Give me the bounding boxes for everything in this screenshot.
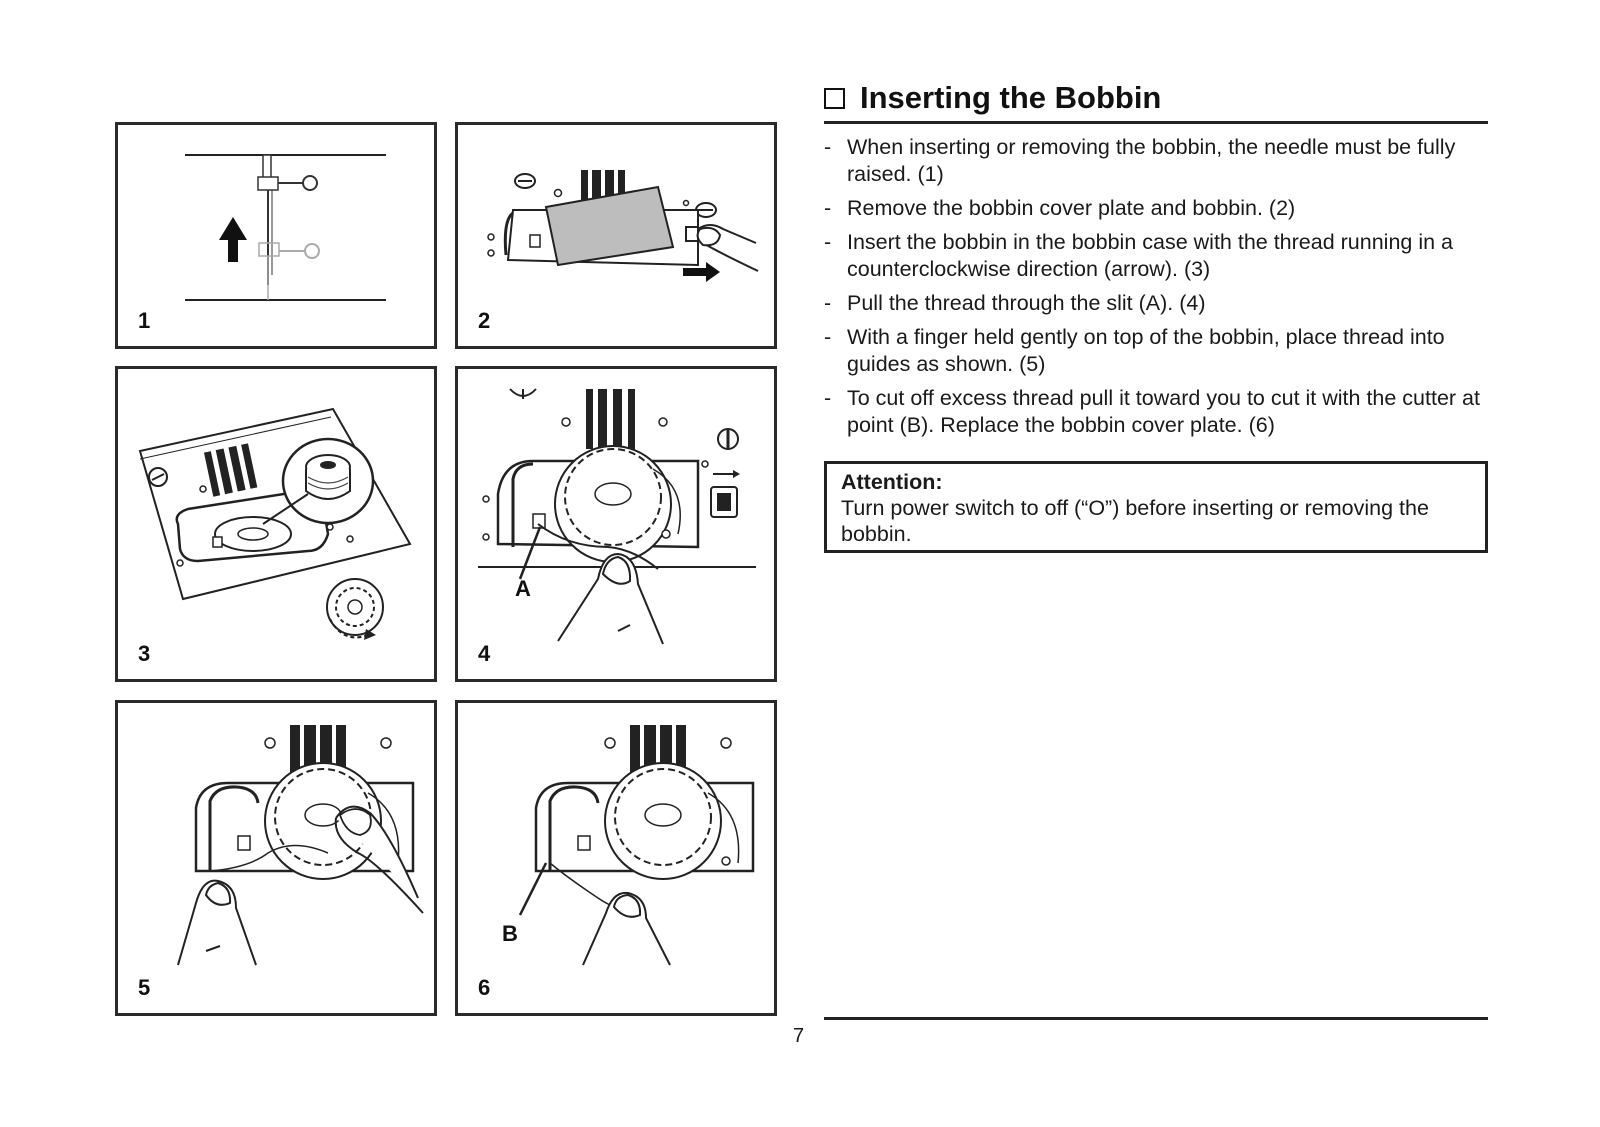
attention-text: Turn power switch to off (“O”) before in… [841, 496, 1429, 546]
panel-number: 4 [478, 641, 491, 666]
attention-title: Attention: [841, 470, 943, 494]
up-arrow-icon [219, 217, 247, 262]
instruction-item: -To cut off excess thread pull it toward… [824, 386, 1480, 437]
instruction-item: -With a finger held gently on top of the… [824, 325, 1445, 376]
panel-number: 2 [478, 308, 491, 333]
thread-cutter-illustration [518, 725, 755, 966]
figure-panel-3: 3 [115, 366, 437, 682]
callout-label-b: B [502, 921, 518, 946]
panel-number: 3 [138, 641, 151, 666]
figure-panel-4: A 4 [455, 366, 777, 682]
instruction-item: -Remove the bobbin cover plate and bobbi… [824, 196, 1296, 220]
checkbox-square-icon [824, 87, 845, 109]
instruction-item: -Pull the thread through the slit (A). (… [824, 291, 1206, 315]
figure-panel-5: 5 [115, 700, 437, 1016]
thread-guides-illustration [177, 725, 424, 966]
panel-number: 1 [138, 308, 151, 333]
section-heading: Inserting the Bobbin [824, 78, 1488, 118]
instruction-list: -When inserting or removing the bobbin, … [824, 134, 1488, 446]
section-title: Inserting the Bobbin [860, 80, 1162, 115]
cover-plate-removal-illustration [487, 170, 759, 282]
counterclockwise-arrow-icon [329, 618, 369, 639]
right-arrow-icon [683, 262, 720, 282]
heading-rule [824, 121, 1488, 124]
page-number: 7 [793, 1025, 805, 1047]
instruction-item: -When inserting or removing the bobbin, … [824, 135, 1456, 186]
figure-panel-2: 2 [455, 122, 777, 349]
needle-raised-illustration [185, 154, 386, 301]
figure-panel-6: B 6 [455, 700, 777, 1016]
panel-number: 5 [138, 975, 151, 1000]
footer-rule [824, 1017, 1488, 1020]
figure-panel-1: 1 [115, 122, 437, 349]
instruction-item: -Insert the bobbin in the bobbin case wi… [824, 230, 1453, 281]
attention-box: Attention: Turn power switch to off (“O”… [824, 461, 1488, 553]
panel-number: 6 [478, 975, 491, 1000]
thread-slit-illustration [478, 388, 756, 645]
callout-label-a: A [515, 576, 531, 601]
bobbin-insertion-illustration [138, 407, 412, 640]
